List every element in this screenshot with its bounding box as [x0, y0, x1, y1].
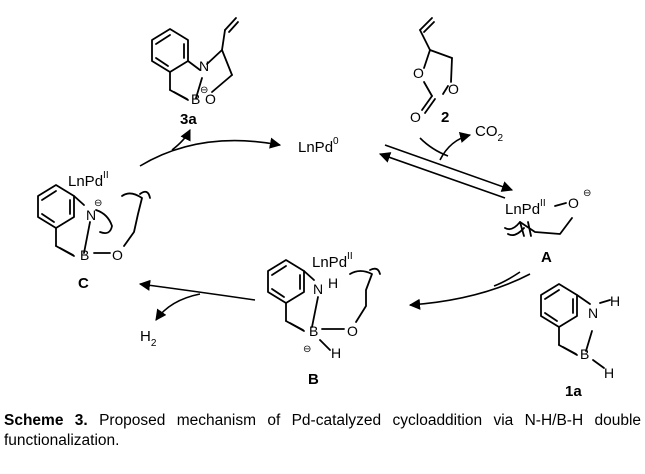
scheme-caption: Scheme 3. Proposed mechanism of Pd-catal…: [4, 411, 641, 451]
label-C: C: [78, 275, 89, 292]
mechanism-scheme: N B O ⊖ 3a O O O 2 LnPd0 CO2 LnPdII O: [37, 17, 620, 400]
h2-label: H: [140, 328, 151, 345]
caption-label: Scheme 3.: [4, 412, 88, 429]
atom-H: H: [331, 345, 341, 361]
svg-text:LnPd0: LnPd0: [298, 136, 339, 156]
arrow-A-to-Pd0: [378, 152, 506, 199]
atom-H: H: [328, 275, 338, 291]
atom-B: B: [80, 247, 89, 263]
label-2: 2: [441, 109, 449, 126]
arrow-B-to-C: [138, 279, 256, 301]
co2-subscript: 2: [498, 133, 504, 144]
atom-H: H: [604, 365, 614, 381]
compound-1a-structure: N H B H 1a: [540, 283, 620, 400]
svg-text:⊖: ⊖: [94, 198, 102, 209]
atom-O: O: [568, 195, 579, 211]
intermediate-C-structure: LnPdII N B O ⊖ C: [37, 170, 151, 292]
atom-B: B: [191, 91, 200, 107]
label-3a: 3a: [180, 111, 197, 128]
atom-O: O: [410, 109, 421, 125]
intermediate-B-structure: LnPdII N H B O H ⊖ B: [267, 251, 381, 388]
cycle-arrows: [138, 128, 531, 310]
atom-N: N: [313, 281, 323, 297]
svg-text:LnPdII: LnPdII: [312, 251, 353, 271]
atom-B: B: [309, 323, 318, 339]
label-1a: 1a: [565, 383, 582, 400]
label-B: B: [308, 371, 319, 388]
co2-label: CO: [475, 123, 498, 140]
arrow-product-release: [171, 128, 191, 151]
compound-2-structure: O O O 2: [410, 17, 459, 126]
atom-H: H: [610, 293, 620, 309]
svg-text:LnPdII: LnPdII: [68, 170, 109, 190]
arrow-Pd0-to-A: [384, 144, 514, 192]
svg-text:CO2: CO2: [475, 123, 504, 144]
svg-text:⊖: ⊖: [200, 85, 208, 96]
atom-N: N: [86, 207, 96, 223]
h2-subscript: 2: [151, 338, 157, 349]
pd2-oxidation: II: [540, 198, 546, 209]
product-3a-structure: N B O ⊖ 3a: [151, 17, 239, 128]
co2-release: CO2: [439, 123, 504, 161]
label-A: A: [541, 249, 552, 266]
svg-text:⊖: ⊖: [583, 188, 591, 199]
atom-N: N: [199, 58, 209, 74]
svg-text:⊖: ⊖: [303, 344, 311, 355]
svg-text:LnPdII: LnPdII: [505, 198, 546, 218]
atom-O: O: [413, 65, 424, 81]
catalyst-label: LnPd: [298, 139, 333, 156]
atom-O: O: [347, 323, 358, 339]
pd0-oxidation: 0: [333, 136, 339, 147]
atom-B: B: [580, 346, 589, 362]
svg-text:H2: H2: [140, 328, 157, 349]
arrow-C-to-Pd0: [139, 137, 282, 167]
atom-O: O: [448, 81, 459, 97]
intermediate-A-structure: LnPdII O ⊖ A: [504, 188, 591, 266]
catalyst-pd0: LnPd0: [298, 136, 339, 156]
caption-text: Proposed mechanism of Pd-catalyzed cyclo…: [4, 412, 642, 449]
arrow-compound-2-in: [419, 137, 449, 157]
atom-O: O: [205, 91, 216, 107]
atom-O: O: [112, 247, 123, 263]
arrow-A-to-B: [408, 273, 531, 310]
atom-N: N: [588, 305, 598, 321]
arrow-1a-in: [493, 271, 521, 287]
h2-release: H2: [140, 293, 201, 349]
